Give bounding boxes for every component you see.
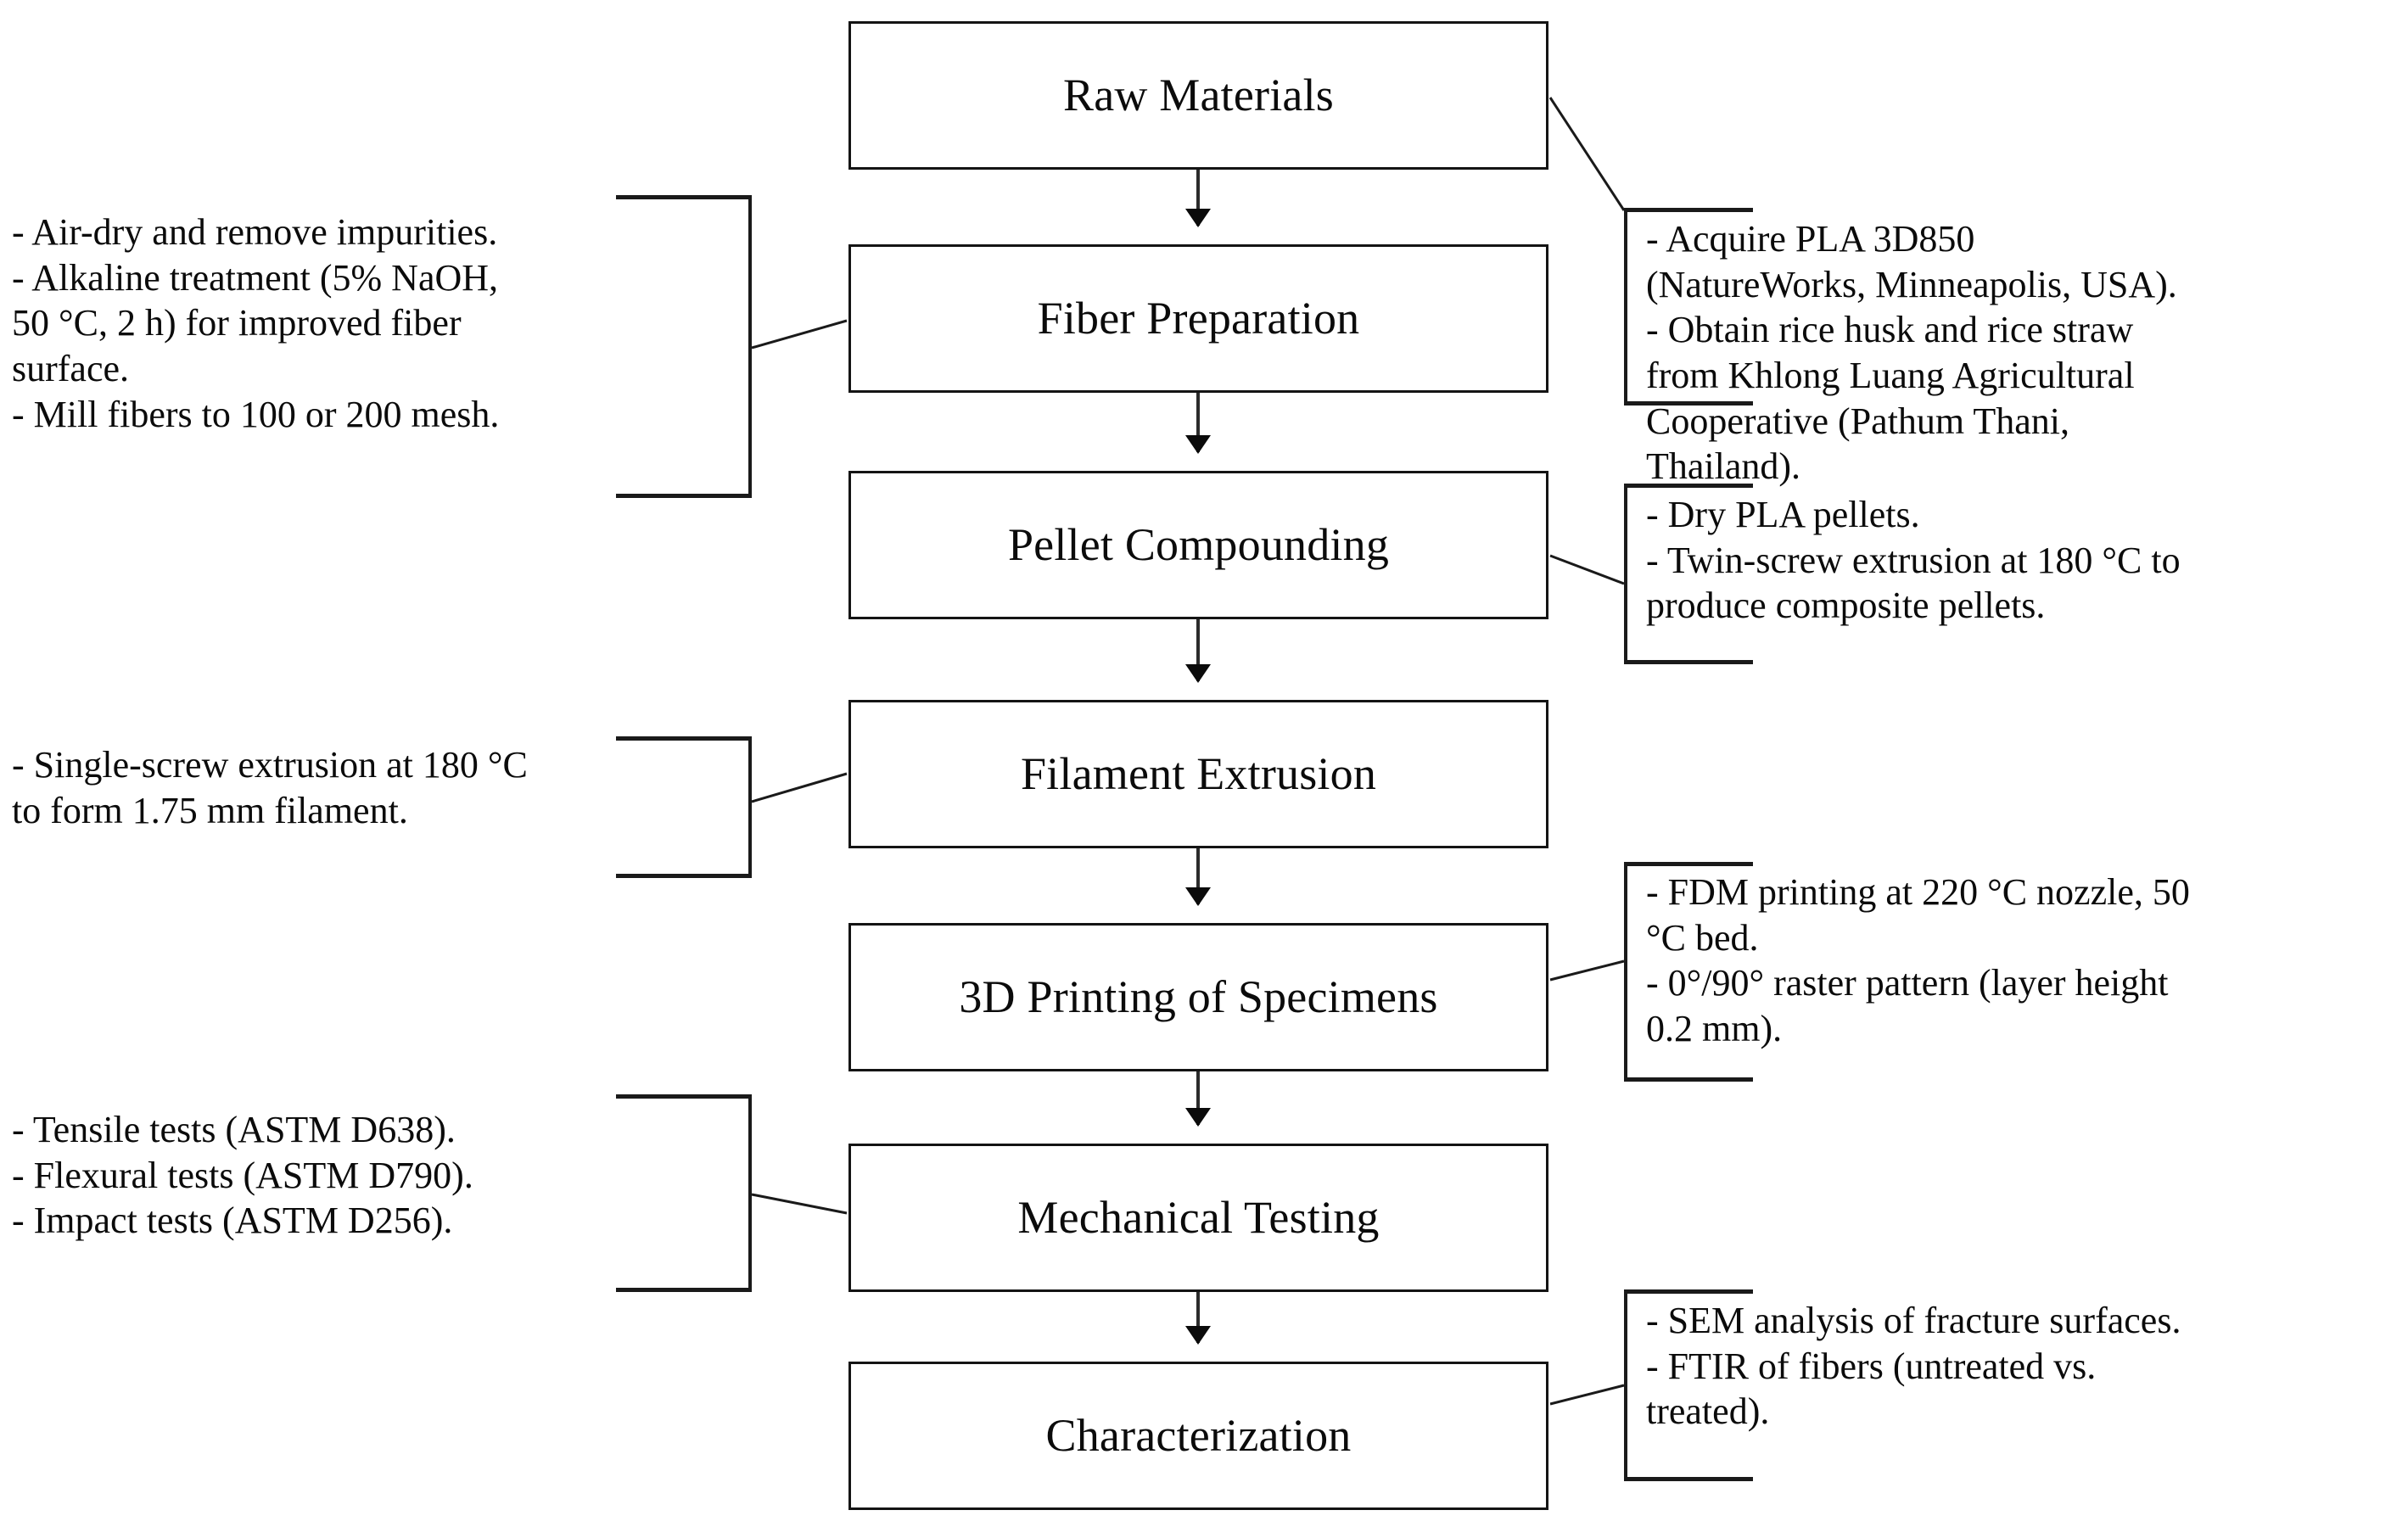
process-label: 3D Printing of Specimens [959,970,1438,1022]
process-box-characterization[interactable]: Characterization [848,1362,1548,1510]
flow-arrow-6 [1196,1292,1200,1343]
annotation-text: - Tensile tests (ASTM D638). - Flexural … [12,1109,473,1242]
process-label: Fiber Preparation [1037,292,1360,344]
process-box-3d-printing[interactable]: 3D Printing of Specimens [848,923,1548,1071]
process-box-raw-materials[interactable]: Raw Materials [848,21,1548,170]
flow-arrow-5 [1196,1071,1200,1125]
flow-arrow-2 [1196,393,1200,452]
process-label: Filament Extrusion [1020,747,1377,799]
process-box-pellet-compounding[interactable]: Pellet Compounding [848,471,1548,619]
annotation-text: - Acquire PLA 3D850 (NatureWorks, Minnea… [1646,218,2177,488]
flow-arrow-3 [1196,619,1200,681]
annotation-text: - Air-dry and remove impurities. - Alkal… [12,211,500,435]
annotation-text: - Single-screw extrusion at 180 °C to fo… [12,744,528,831]
process-label: Mechanical Testing [1017,1191,1380,1243]
process-label: Characterization [1045,1409,1352,1461]
flow-arrow-4 [1196,848,1200,904]
process-label: Raw Materials [1062,69,1334,120]
process-label: Pellet Compounding [1007,518,1390,570]
process-box-mechanical-testing[interactable]: Mechanical Testing [848,1144,1548,1292]
annotation-text: - FDM printing at 220 °C nozzle, 50 °C b… [1646,871,2190,1050]
process-box-filament-extrusion[interactable]: Filament Extrusion [848,700,1548,848]
annotation-text: - Dry PLA pellets. - Twin-screw extrusio… [1646,494,2181,627]
process-box-fiber-preparation[interactable]: Fiber Preparation [848,244,1548,393]
annotation-text: - SEM analysis of fracture surfaces. - F… [1646,1300,2181,1433]
flow-arrow-1 [1196,170,1200,226]
